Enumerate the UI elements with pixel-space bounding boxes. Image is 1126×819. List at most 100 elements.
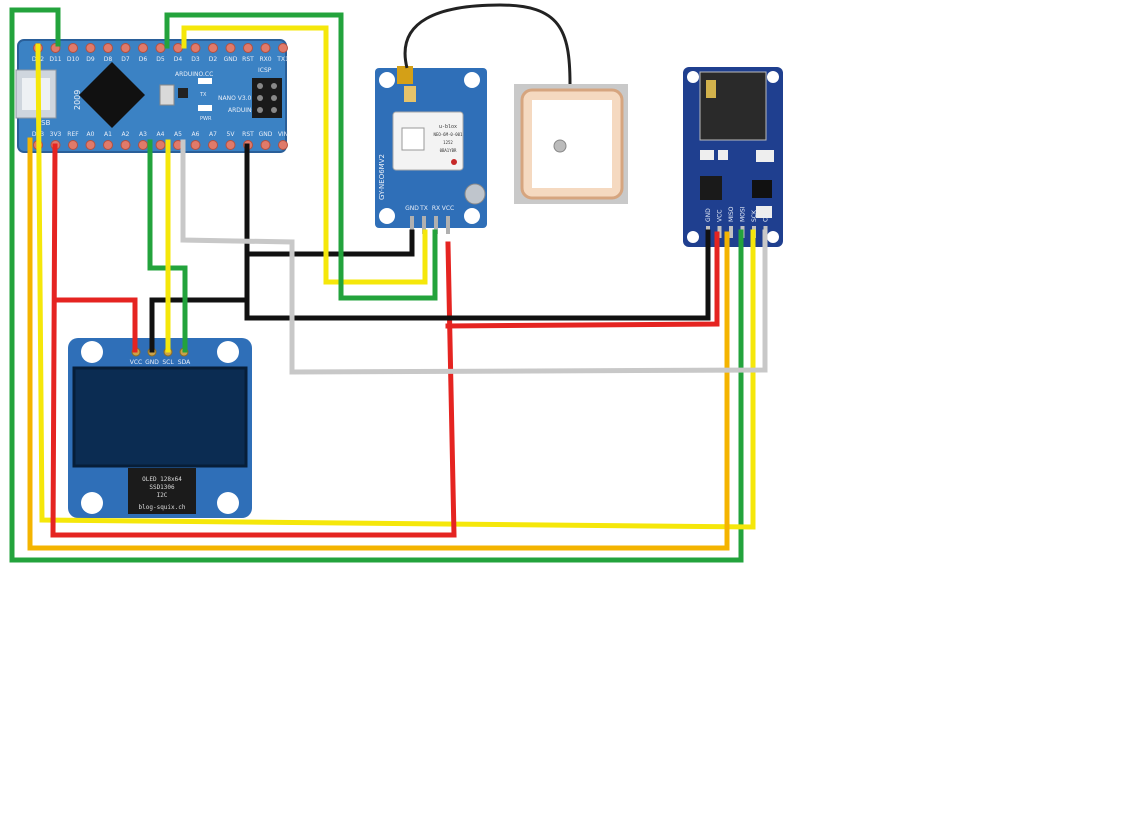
- nano-pin-label: A7: [209, 131, 217, 138]
- pwr-label: PWR: [200, 116, 212, 122]
- nano-pin-label: GND: [259, 131, 273, 138]
- nano-pin-pad: [190, 43, 201, 53]
- nano-pin-pad: [103, 43, 113, 53]
- wire-red-sd-vcc: [445, 231, 720, 329]
- nano-pin-pad: [155, 140, 166, 150]
- brand-label: ARDUINO.CC: [175, 71, 213, 78]
- mount-hole: [379, 208, 395, 224]
- mount-hole: [687, 71, 699, 83]
- nano-pin-pad: [85, 43, 96, 53]
- nano-pin-pad: [208, 43, 218, 53]
- wire-yellow-d3-gpstx: [181, 25, 428, 285]
- sd-pin-label: SCK: [751, 209, 758, 222]
- mount-hole: [767, 71, 779, 83]
- model-label: NANO V3.0: [218, 95, 252, 102]
- nano-pin-pad: [68, 43, 78, 53]
- nano-pin-pad: [260, 43, 271, 53]
- wire-orange-d13-sck: [27, 137, 730, 551]
- nano-pin-label: D2: [209, 56, 218, 63]
- oled-display-module: OLED 128x64 SSD1306 I2C blog-squix.ch VC…: [68, 338, 252, 518]
- oled-chip-line: I2C: [157, 492, 168, 499]
- ufl-connector: [397, 66, 413, 84]
- nano-pin-pad: [225, 43, 236, 53]
- arduino-label: ARDUINO: [228, 107, 257, 114]
- nano-pin-label: VIN: [278, 131, 288, 138]
- nano-pin-label: REF: [67, 131, 79, 138]
- mount-hole: [379, 72, 395, 88]
- nano-pin-pad: [155, 43, 166, 53]
- nano-pin-label: D11: [49, 56, 61, 63]
- oled-pin-label: GND: [145, 359, 159, 366]
- wire-green-d11-mosi: [9, 7, 744, 563]
- oled-chip-line: SSD1306: [149, 484, 175, 491]
- mount-hole: [217, 341, 239, 363]
- nano-pin-label: GND: [224, 56, 238, 63]
- wires: [9, 7, 768, 563]
- wire-black-oled-gnd: [149, 297, 250, 353]
- nano-pin-pad: [208, 140, 218, 150]
- wire-red-oled-vcc: [52, 297, 138, 353]
- gps-board-label: GY-NEO6MV2: [378, 154, 386, 200]
- nano-pin-label: TX1: [276, 56, 289, 63]
- arduino-nano-board: USB 2009 ARDUINO.CC NANO V3.0 ARDUINO TX…: [15, 39, 289, 153]
- nano-pin-label: D4: [174, 56, 183, 63]
- nano-pin-label: RX0: [259, 56, 271, 63]
- sd-pin-label: VCC: [717, 210, 724, 222]
- nano-pin-pad: [85, 140, 96, 150]
- nano-pin-label: D10: [67, 56, 79, 63]
- gps-pin-label: RX: [432, 205, 440, 212]
- gps-module-line: 1252: [443, 140, 453, 145]
- nano-pin-pad: [278, 43, 288, 53]
- nano-pin-label: A0: [87, 131, 95, 138]
- nano-pin-label: A3: [139, 131, 147, 138]
- nano-pin-pad: [120, 43, 131, 53]
- sd-pin-label: MOSI: [740, 206, 747, 222]
- nano-pin-label: D9: [86, 56, 95, 63]
- nano-pin-pad: [260, 140, 271, 150]
- nano-pin-label: D6: [139, 56, 148, 63]
- nano-pin-label: RST: [242, 56, 254, 63]
- gps-pin-label: VCC: [442, 205, 454, 212]
- oled-site-label: blog-squix.ch: [139, 504, 186, 511]
- gps-module-line: NEO-6M-0-001: [434, 132, 463, 137]
- usb-label: USB: [36, 119, 51, 127]
- nano-pin-pad: [278, 140, 288, 150]
- nano-pin-label: A4: [157, 131, 165, 138]
- year-label: 2009: [73, 90, 82, 110]
- gps-pin: [434, 216, 438, 234]
- nano-pin-pad: [103, 140, 113, 150]
- wire-gray-cs: [180, 139, 768, 375]
- nano-pin-label: A2: [122, 131, 130, 138]
- gps-module: u-blox NEO-6M-0-001 1252 0BA1YBR GY-NEO6…: [375, 66, 487, 234]
- mount-hole: [81, 341, 103, 363]
- nano-pin-pad: [120, 140, 131, 150]
- nano-pin-label: 3V3: [50, 131, 62, 138]
- wire-yellow-d12-miso: [35, 43, 756, 530]
- gps-pin: [410, 216, 414, 234]
- gps-pin: [422, 216, 426, 234]
- antenna-cable: [403, 3, 572, 85]
- gps-patch-antenna: [514, 84, 628, 204]
- nano-pin-label: 5V: [227, 131, 236, 138]
- oled-ribbon-chip: [128, 468, 196, 514]
- nano-pin-pad: [243, 43, 253, 53]
- mount-hole: [464, 72, 480, 88]
- mount-hole: [81, 492, 103, 514]
- nano-pin-pad: [138, 140, 148, 150]
- mount-hole: [217, 492, 239, 514]
- oled-pin-label: SDA: [178, 359, 191, 366]
- nano-pin-label: A5: [174, 131, 182, 138]
- tx-label: TX: [199, 92, 207, 98]
- nano-pin-label: A1: [104, 131, 112, 138]
- sd-pin: [729, 226, 733, 238]
- gps-pin: [446, 216, 450, 234]
- sd-pin-label: MISO: [728, 206, 735, 222]
- nano-pin-pad: [68, 140, 78, 150]
- nano-pin-label: D8: [104, 56, 113, 63]
- atmega-chip: [79, 62, 145, 128]
- oled-pin-label: SCL: [162, 359, 174, 366]
- nano-pin-label: RST: [242, 131, 254, 138]
- icsp-header: ICSP: [252, 67, 282, 118]
- nano-pin-label: D5: [156, 56, 165, 63]
